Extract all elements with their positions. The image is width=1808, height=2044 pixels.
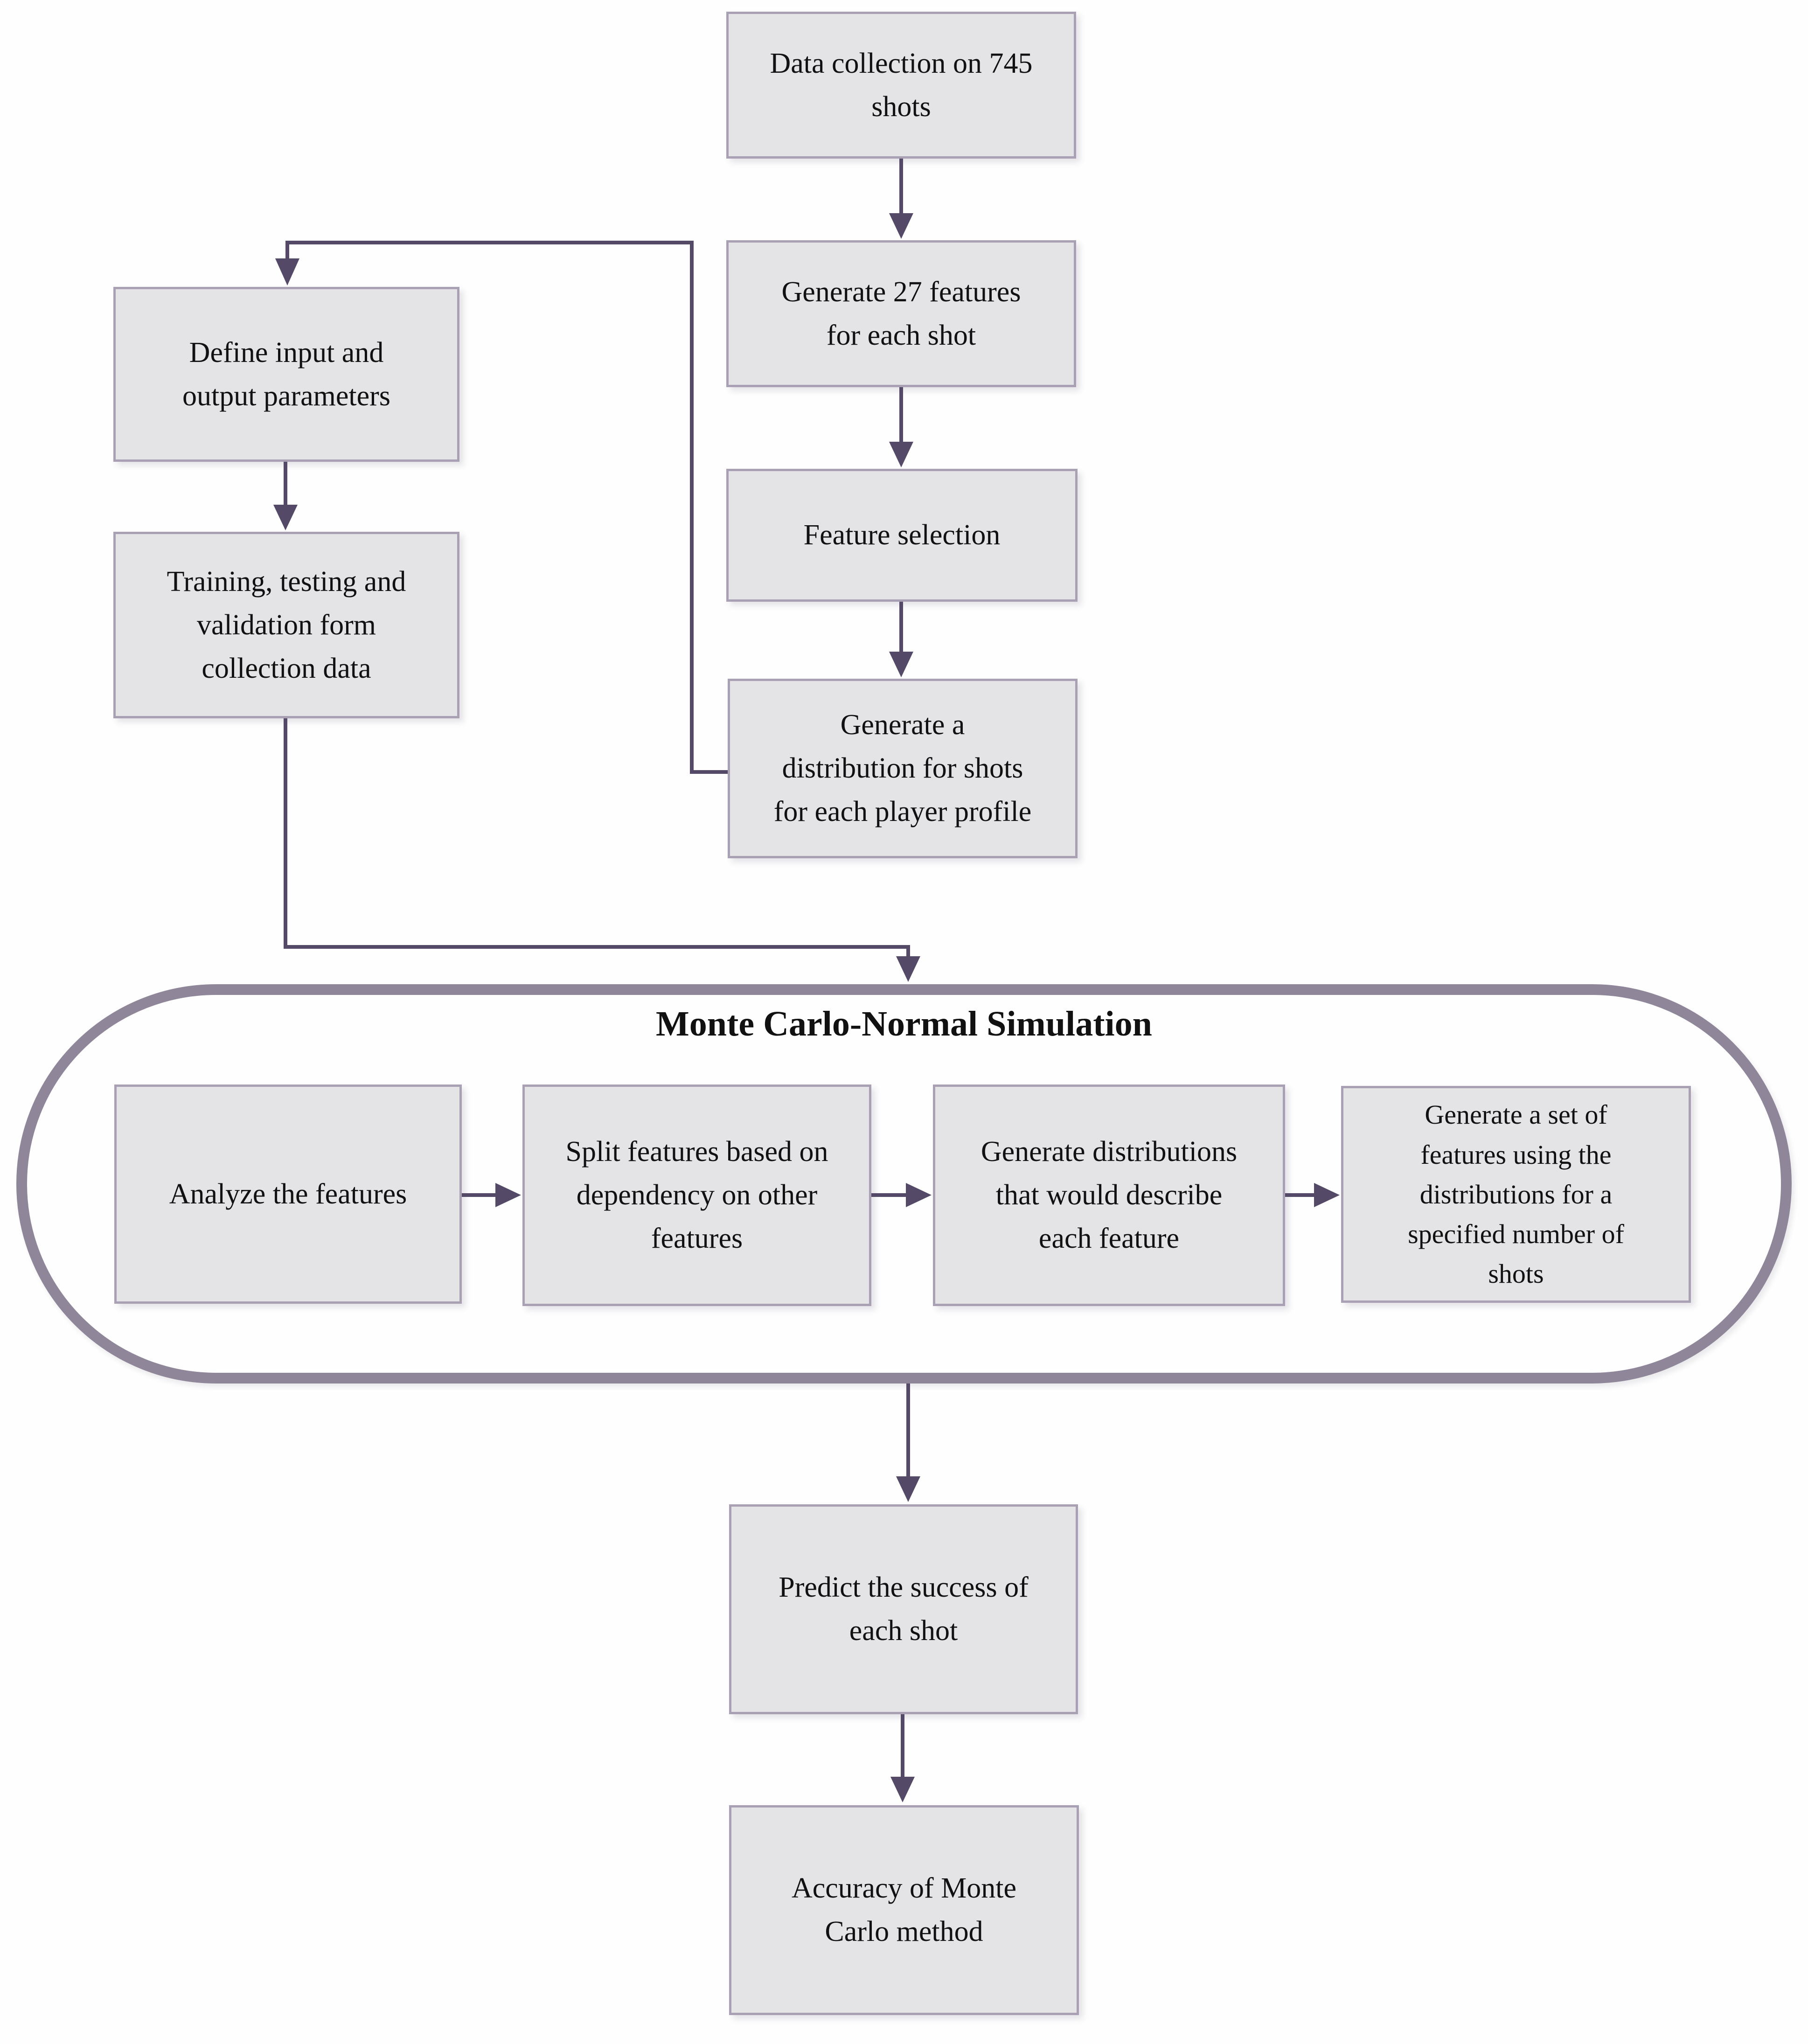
node-data-collection: Data collection on 745 shots: [726, 12, 1076, 159]
arrow-container-to-predict-icon: [896, 1384, 920, 1502]
arrow-predict-to-accuracy-icon: [890, 1714, 915, 1802]
node-generate-feature-set: Generate a set of features using the dis…: [1341, 1086, 1691, 1303]
node-analyze-features: Analyze the features: [114, 1085, 462, 1304]
arrow-data-to-generate-features-icon: [889, 159, 913, 239]
monte-carlo-simulation-title: Monte Carlo-Normal Simulation: [656, 1004, 1152, 1043]
node-feature-selection: Feature selection: [726, 469, 1078, 602]
node-accuracy-monte-carlo: Accuracy of Monte Carlo method: [729, 1805, 1079, 2015]
arrow-feature-selection-to-distribution-icon: [889, 602, 913, 677]
node-split-features-dependency: Split features based on dependency on ot…: [522, 1085, 871, 1306]
node-predict-success: Predict the success of each shot: [729, 1504, 1078, 1714]
arrow-generate-features-to-feature-selection-icon: [889, 387, 913, 467]
arrow-define-to-training-icon: [273, 462, 298, 530]
node-training-testing-validation: Training, testing and validation form co…: [113, 532, 459, 718]
node-generate-27-features: Generate 27 features for each shot: [726, 240, 1076, 387]
node-generate-distribution-player-profile: Generate a distribution for shots for ea…: [728, 679, 1078, 858]
node-generate-feature-distributions: Generate distributions that would descri…: [933, 1085, 1285, 1306]
node-define-input-output-parameters: Define input and output parameters: [113, 287, 459, 462]
